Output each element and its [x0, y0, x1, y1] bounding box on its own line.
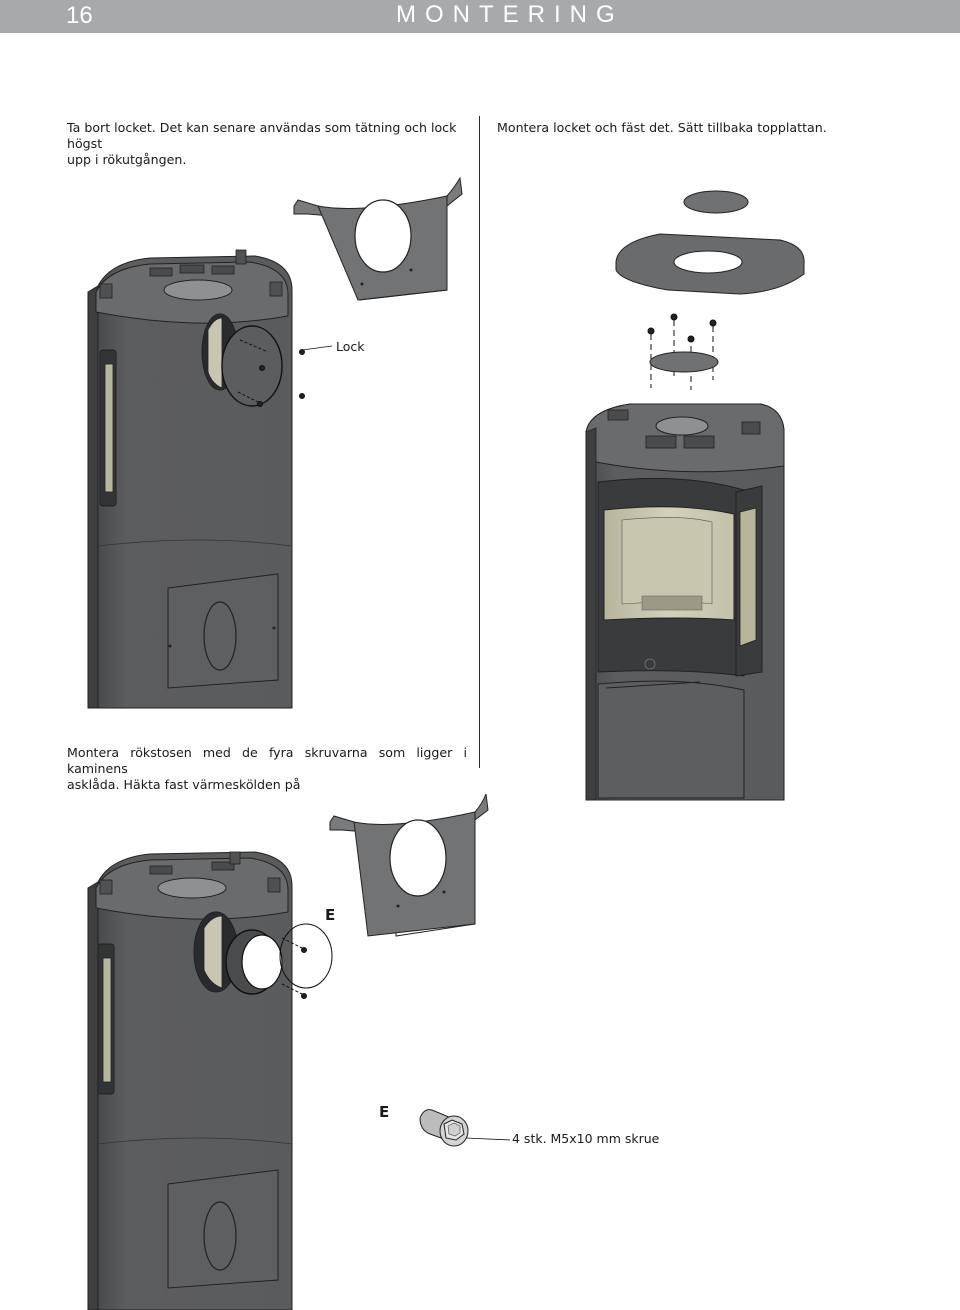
step-3-line-1: Montera rökstosen med de fyra skruvarna … — [67, 745, 467, 776]
screw-icon — [419, 1109, 511, 1147]
step-1-text: Ta bort locket. Det kan senare användas … — [67, 120, 477, 168]
step-3-line-2: asklåda. Häkta fast värmeskölden på — [67, 777, 301, 792]
heat-shield-1 — [293, 176, 463, 301]
section-title: MONTERING — [396, 1, 624, 28]
stove-illustration-2 — [585, 190, 805, 801]
header-bar — [0, 0, 960, 33]
step-2-line-1: Montera locket och fäst det. Sätt tillba… — [497, 120, 827, 135]
heat-shield-2 — [329, 793, 489, 937]
part-e-label: E — [325, 906, 336, 924]
step-2-text: Montera locket och fäst det. Sätt tillba… — [497, 120, 947, 136]
step-1-line-1: Ta bort locket. Det kan senare användas … — [67, 120, 457, 151]
lock-leader-line — [301, 345, 333, 351]
top-flue-opening — [163, 279, 233, 301]
page-number: 16 — [66, 2, 93, 29]
stove-illustration-1 — [87, 249, 333, 709]
step-3-text: Montera rökstosen med de fyra skruvarna … — [67, 745, 467, 793]
lid-plate — [221, 325, 283, 407]
step-1-line-2: upp i rökutgången. — [67, 152, 187, 167]
part-e-legend-label: E — [379, 1103, 390, 1121]
flue-cover-disc — [683, 190, 749, 214]
screw-description: 4 stk. M5x10 mm skrue — [512, 1131, 660, 1146]
column-divider — [479, 116, 480, 768]
lock-label: Lock — [336, 339, 365, 354]
stove-illustration-3 — [87, 851, 333, 1310]
